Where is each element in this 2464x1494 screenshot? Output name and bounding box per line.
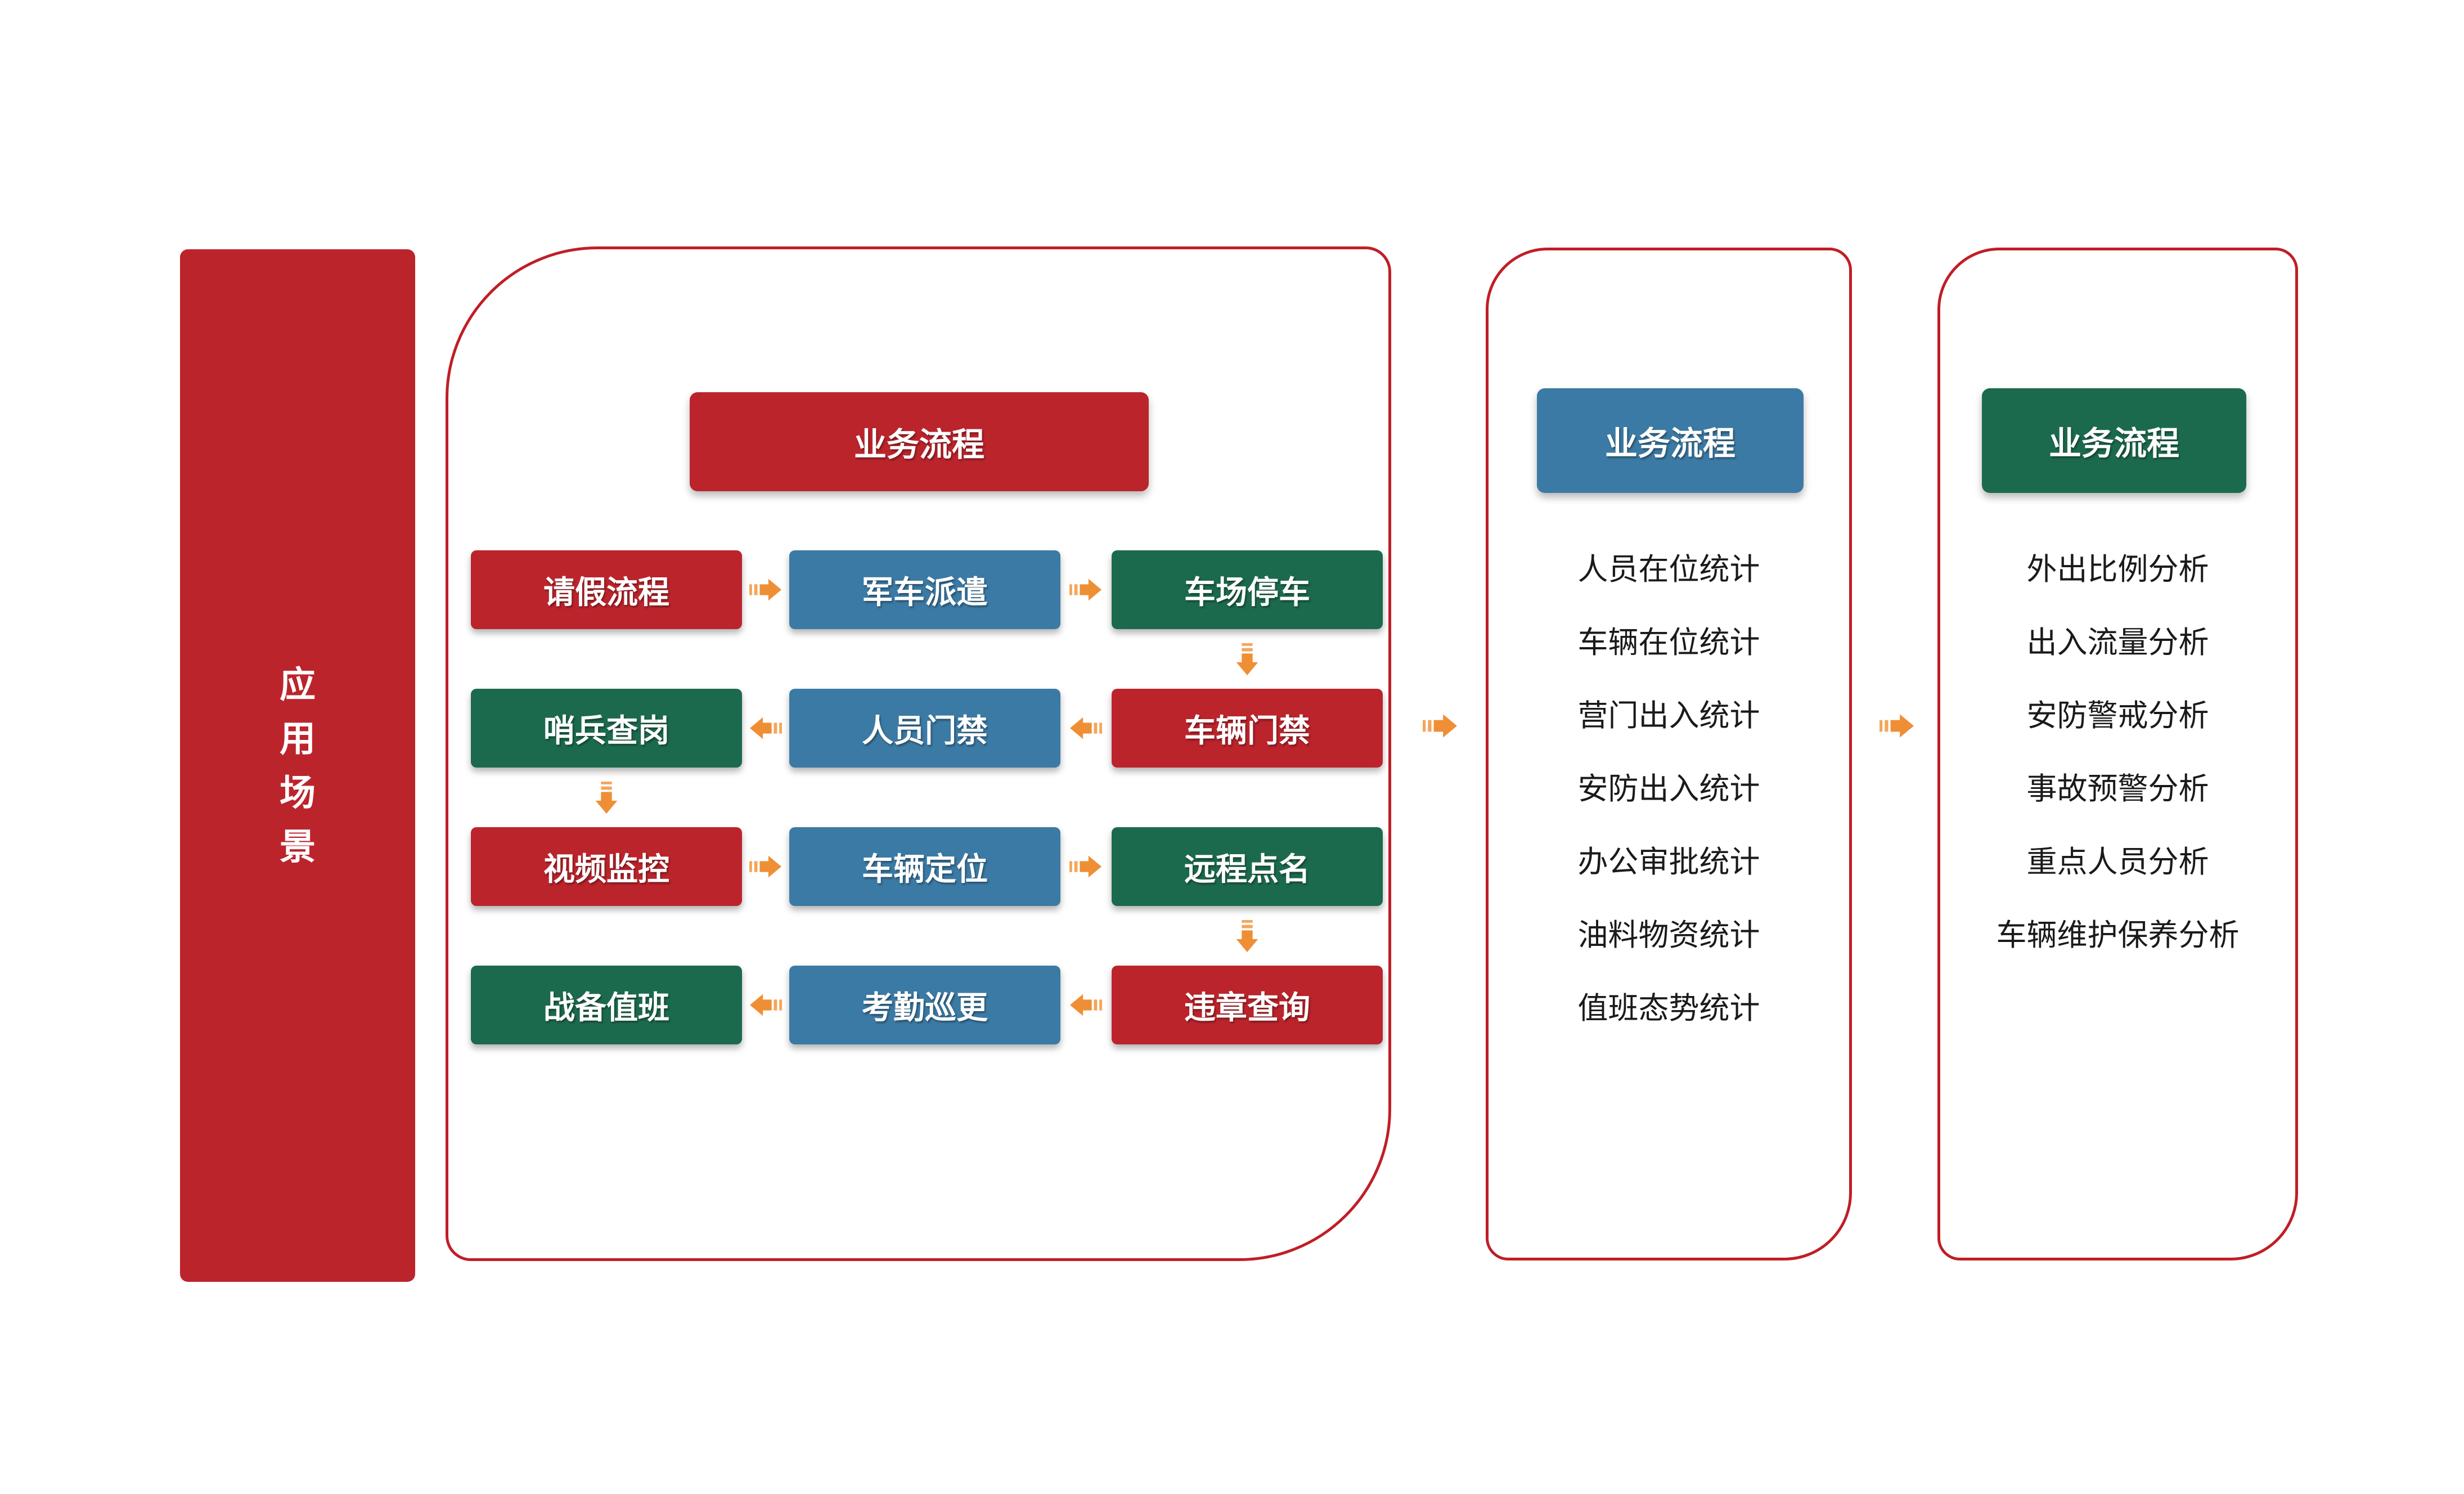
flow-cell: 战备值班 <box>471 966 742 1044</box>
stats-list-item: 车辆在位统计 <box>1577 625 1760 659</box>
sidebar-title: 应 用 场 景 <box>280 658 316 874</box>
flow-arrow-left-icon <box>749 993 782 1017</box>
flow-cell: 视频监控 <box>471 827 742 906</box>
sidebar-title-char: 景 <box>280 826 316 867</box>
flow-arrow-right-icon <box>749 854 782 879</box>
flow-arrow-left-icon <box>1069 716 1102 741</box>
analysis-list-item: 安防警戒分析 <box>2026 698 2209 733</box>
sidebar-title-char: 应 <box>280 664 316 705</box>
sidebar-title-char: 场 <box>280 772 316 813</box>
stats-panel-title: 业务流程 <box>1537 388 1804 493</box>
flow-arrow-left-icon <box>749 716 782 741</box>
flow-cell: 车场停车 <box>1112 550 1383 629</box>
stats-list-item: 办公审批统计 <box>1577 845 1760 879</box>
flow-cell: 哨兵查岗 <box>471 689 742 768</box>
flow-cell: 军车派遣 <box>789 550 1060 629</box>
analysis-list-item: 外出比例分析 <box>2026 552 2209 586</box>
panel-link-arrow-icon <box>1423 713 1458 739</box>
flow-cell: 远程点名 <box>1112 827 1383 906</box>
flow-arrow-right-icon <box>1069 577 1102 602</box>
analysis-list: 外出比例分析 出入流量分析 安防警戒分析 事故预警分析 重点人员分析 车辆维护保… <box>1943 530 2292 968</box>
stats-list-item: 安防出入统计 <box>1577 771 1760 806</box>
flow-arrow-down-icon <box>1235 643 1260 676</box>
flow-panel-title: 业务流程 <box>690 392 1149 491</box>
panel-link-arrow-icon <box>1880 713 1914 739</box>
flow-arrow-right-icon <box>1069 854 1102 879</box>
stats-list: 人员在位统计 车辆在位统计 营门出入统计 安防出入统计 办公审批统计 油料物资统… <box>1491 530 1846 1042</box>
flow-cell: 违章查询 <box>1112 966 1383 1044</box>
sidebar-title-char: 用 <box>280 718 316 759</box>
flow-cell: 人员门禁 <box>789 689 1060 768</box>
stats-list-item: 油料物资统计 <box>1577 918 1760 952</box>
stats-list-item: 人员在位统计 <box>1577 552 1760 586</box>
flow-cell: 请假流程 <box>471 550 742 629</box>
flow-cell: 车辆门禁 <box>1112 689 1383 768</box>
flow-arrow-down-icon <box>1235 920 1260 953</box>
stats-list-item: 营门出入统计 <box>1577 698 1760 733</box>
analysis-list-item: 车辆维护保养分析 <box>1996 918 2240 952</box>
flow-cell: 车辆定位 <box>789 827 1060 906</box>
stats-list-item: 值班态势统计 <box>1577 991 1760 1025</box>
flow-arrow-down-icon <box>594 782 619 814</box>
flow-arrow-right-icon <box>749 577 782 602</box>
flow-cell: 考勤巡更 <box>789 966 1060 1044</box>
analysis-list-item: 事故预警分析 <box>2026 771 2209 806</box>
analysis-list-item: 出入流量分析 <box>2026 625 2209 659</box>
analysis-panel-title: 业务流程 <box>1982 388 2246 493</box>
sidebar-banner: 应 用 场 景 <box>180 249 415 1282</box>
flow-arrow-left-icon <box>1069 993 1102 1017</box>
analysis-list-item: 重点人员分析 <box>2026 845 2209 879</box>
